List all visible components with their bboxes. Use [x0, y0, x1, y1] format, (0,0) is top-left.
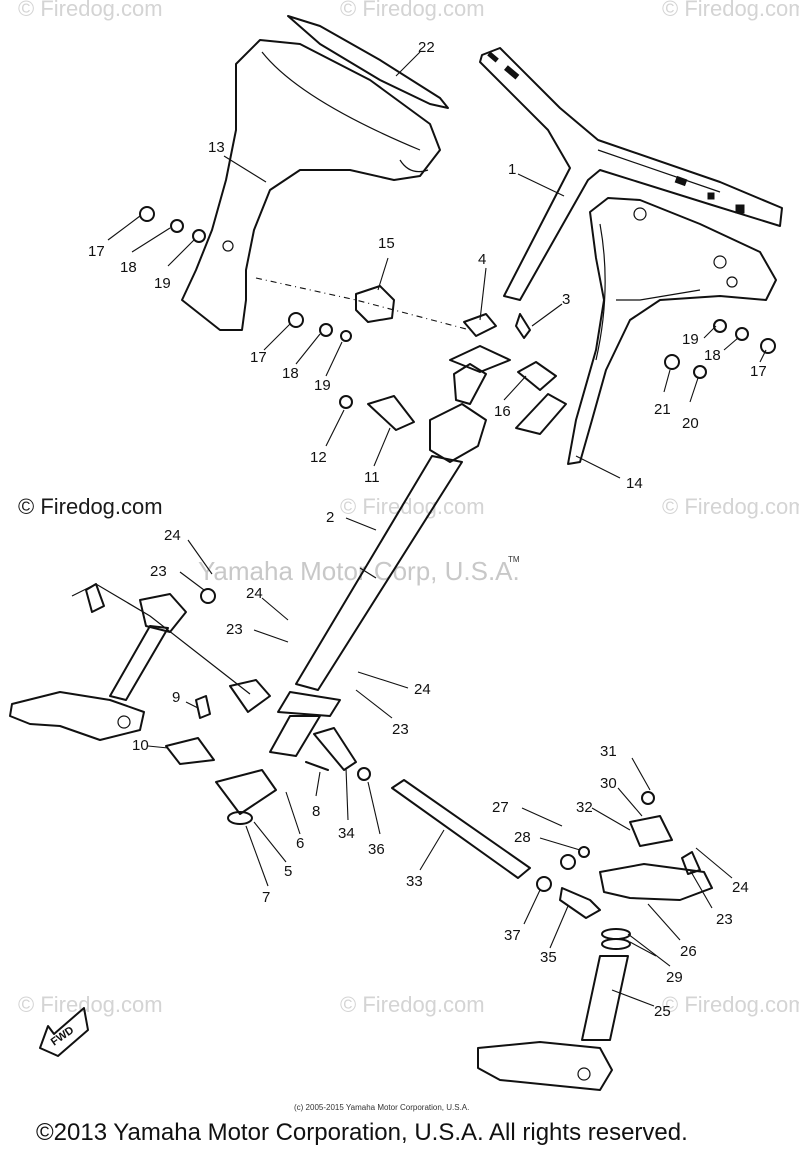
callout-19-mid: 19 [314, 377, 331, 394]
callout-11: 11 [364, 469, 380, 486]
steering-column-part [269, 363, 487, 757]
callout-18-left: 18 [120, 259, 137, 276]
handle-pad-part [287, 15, 449, 109]
callout-17-right: 17 [750, 363, 767, 380]
callout-35: 35 [540, 949, 557, 966]
callout-18-right: 18 [704, 347, 721, 364]
callout-12: 12 [310, 449, 327, 466]
callout-37: 37 [504, 927, 521, 944]
tie-rod-part [391, 779, 552, 892]
callout-24-d: 24 [732, 879, 749, 896]
callout-10: 10 [132, 737, 149, 754]
callout-28: 28 [514, 829, 531, 846]
callout-26: 26 [680, 943, 697, 960]
callout-24-c: 24 [414, 681, 431, 698]
watermark-mid-center: © Firedog.com [340, 494, 485, 519]
callout-23-d: 23 [716, 911, 733, 928]
callout-22: 22 [418, 39, 435, 56]
callout-5: 5 [284, 863, 292, 880]
watermark-top-right: © Firedog.com [662, 0, 799, 21]
callout-4: 4 [478, 251, 486, 268]
callout-19-left: 19 [154, 275, 171, 292]
watermark-trademark: TM [508, 555, 520, 564]
callout-6: 6 [296, 835, 304, 852]
callout-36: 36 [368, 841, 385, 858]
callout-24-a: 24 [164, 527, 181, 544]
callout-8: 8 [312, 803, 320, 820]
callout-14: 14 [626, 475, 643, 492]
callout-leaders [107, 51, 767, 1007]
watermark-yamaha-corp: Yamaha Motor Corp, U.S.A. [198, 556, 520, 586]
callout-13: 13 [208, 139, 225, 156]
callout-24-b: 24 [246, 585, 263, 602]
callout-31: 31 [600, 743, 617, 760]
callout-34: 34 [338, 825, 355, 842]
callout-9: 9 [172, 689, 180, 706]
callout-18-mid: 18 [282, 365, 299, 382]
fine-print-copyright: (c) 2005-2015 Yamaha Motor Corporation, … [294, 1103, 469, 1112]
callout-17-mid: 17 [250, 349, 267, 366]
callout-1: 1 [508, 161, 516, 178]
callout-3: 3 [562, 291, 570, 308]
watermark-bottom-left: © Firedog.com [18, 992, 163, 1017]
steering-arm-parts [165, 695, 371, 825]
watermark-mid-left: © Firedog.com [18, 494, 163, 519]
handle-cover-upper-part [181, 39, 441, 331]
watermark-top-left: © Firedog.com [18, 0, 163, 21]
watermark-top-center: © Firedog.com [340, 0, 485, 21]
callout-7: 7 [262, 889, 270, 906]
callout-25: 25 [654, 1003, 671, 1020]
callout-33: 33 [406, 873, 423, 890]
watermark-mid-right: © Firedog.com [662, 494, 799, 519]
callout-19-right: 19 [682, 331, 699, 348]
handlebar-part [479, 47, 783, 301]
callout-17-left: 17 [88, 243, 105, 260]
handle-cover-lower-part [515, 197, 777, 465]
copyright-notice: ©2013 Yamaha Motor Corporation, U.S.A. A… [36, 1119, 688, 1146]
callout-29: 29 [666, 969, 683, 986]
callout-30: 30 [600, 775, 617, 792]
watermark-layer: © Firedog.com © Firedog.com © Firedog.co… [18, 0, 799, 1017]
fastener-parts [139, 206, 776, 379]
callout-27: 27 [492, 799, 509, 816]
callout-23-c: 23 [392, 721, 409, 738]
callout-20: 20 [682, 415, 699, 432]
callout-labels: 22 13 1 4 3 15 17 18 19 17 18 19 19 18 1… [88, 39, 767, 1020]
left-spindle-assembly [9, 583, 271, 741]
watermark-bottom-right: © Firedog.com [662, 992, 799, 1017]
callout-23-a: 23 [150, 563, 167, 580]
callout-23-b: 23 [226, 621, 243, 638]
callout-16: 16 [494, 403, 511, 420]
callout-21: 21 [654, 401, 671, 418]
callout-2: 2 [326, 509, 334, 526]
watermark-bottom-center: © Firedog.com [340, 992, 485, 1017]
right-spindle-assembly [477, 791, 713, 1091]
callout-32: 32 [576, 799, 593, 816]
callout-15: 15 [378, 235, 395, 252]
small-hardware-parts [255, 277, 557, 431]
